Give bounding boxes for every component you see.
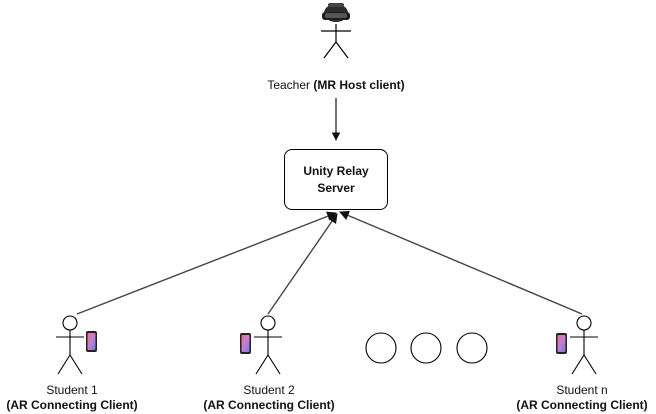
student-2-name: Student 2 xyxy=(243,383,295,397)
student-2-label: Student 2 (AR Connecting Client) xyxy=(197,383,341,412)
student-2-figure xyxy=(254,315,282,375)
mixed-reality-headset-icon xyxy=(322,3,350,22)
smartphone-icon xyxy=(556,333,567,354)
student-n-figure xyxy=(570,315,598,375)
ellipsis-circles-icon xyxy=(365,332,488,364)
student-n-name: Student n xyxy=(556,383,608,397)
student-n-label: Student n (AR Connecting Client) xyxy=(510,383,654,412)
student-2-to-server-arrow xyxy=(267,213,338,315)
student-n-to-server-arrow xyxy=(339,210,583,315)
student-1-to-server-arrow xyxy=(76,211,337,315)
student-1-figure xyxy=(56,315,84,375)
student-2-role: (AR Connecting Client) xyxy=(203,398,335,412)
student-1-name: Student 1 xyxy=(46,383,98,397)
student-n-role: (AR Connecting Client) xyxy=(516,398,648,412)
teacher-label: Teacher (MR Host client) xyxy=(236,78,436,92)
teacher-name: Teacher xyxy=(267,78,314,92)
smartphone-icon xyxy=(240,333,251,354)
student-1-role: (AR Connecting Client) xyxy=(6,398,138,412)
teacher-role: (MR Host client) xyxy=(313,78,405,92)
server-label: Unity Relay Server xyxy=(303,163,369,195)
unity-relay-server-node: Unity Relay Server xyxy=(284,149,388,210)
student-1-label: Student 1 (AR Connecting Client) xyxy=(0,383,144,412)
smartphone-icon xyxy=(86,331,97,352)
teacher-figure xyxy=(321,24,351,59)
